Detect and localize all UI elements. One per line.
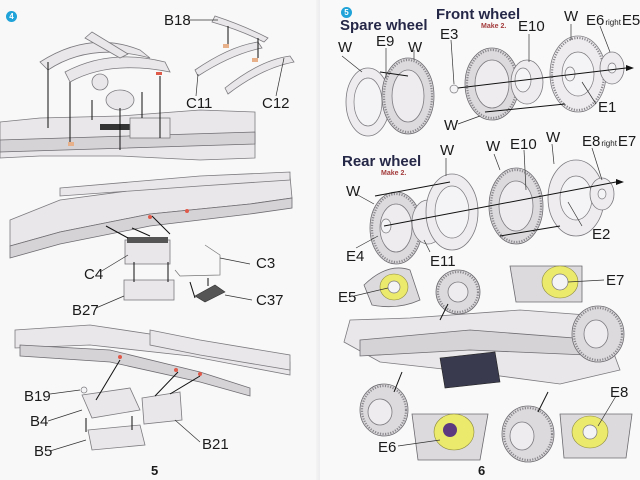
- battery-c4: [124, 237, 171, 265]
- toolbox-b4: [81, 387, 141, 419]
- detail-e6: [397, 413, 489, 461]
- rear-label-w-right: W: [546, 129, 561, 146]
- leaf-spring-parts-right: [194, 15, 295, 95]
- wheel-front-left: [359, 371, 409, 437]
- part-label-b27: B27: [72, 302, 99, 319]
- wheel-rear-right: [571, 305, 625, 363]
- part-label-c12: C12: [262, 95, 290, 112]
- rear-wheel-title: Rear wheel: [342, 153, 422, 170]
- rear-cap-right: E7: [617, 133, 637, 150]
- detail-e7: [509, 265, 605, 303]
- step4-arrows-bottom: [47, 359, 201, 452]
- chassis-front-illustration: [0, 73, 256, 161]
- rear-label-e4: E4: [346, 248, 365, 265]
- part-label-b18: B18: [164, 12, 191, 29]
- leaf-spring-assembly-left: [39, 31, 171, 83]
- toolbox-lid-b5: [87, 424, 146, 451]
- step4-arrows-top: [47, 19, 285, 150]
- rear-label-w-left: W: [346, 183, 361, 200]
- rear-cap-sep: right: [601, 139, 617, 148]
- front-cap-right: E5: [621, 12, 640, 29]
- front-label-e10: E10: [518, 18, 545, 35]
- front-wheel-illustration: [449, 24, 634, 125]
- rear-label-e11: E11: [430, 253, 456, 270]
- page-6: 5 Spare wheel Front wheel Make 2. Rear w…: [320, 0, 640, 480]
- assembly-label-e5: E5: [338, 289, 357, 306]
- rear-cap-left: E8: [582, 133, 601, 150]
- detail-e5: [353, 267, 421, 308]
- front-cap-left: E6: [586, 12, 605, 29]
- rear-label-e2: E2: [592, 226, 611, 243]
- front-label-e1: E1: [598, 99, 617, 116]
- part-label-c4: C4: [84, 266, 104, 283]
- step-5-badge: 5: [341, 7, 352, 18]
- page-6-illustrations: [341, 24, 634, 463]
- bracket-c3: [174, 244, 221, 277]
- page-number-5: 5: [151, 463, 159, 478]
- spare-wheel-illustration: [341, 48, 435, 137]
- assembly-label-e6: E6: [378, 439, 397, 456]
- part-label-c3: C3: [256, 255, 276, 272]
- step-4-badge: 4: [6, 11, 17, 22]
- front-wheel-title: Front wheel: [436, 6, 521, 23]
- spare-label-e9: E9: [376, 33, 395, 50]
- battery-box-b27: [123, 279, 175, 301]
- front-cap-sep: right: [605, 18, 621, 27]
- wheel-e11: [435, 269, 481, 321]
- wheel-rear-left: [501, 391, 555, 463]
- assembly-label-e7: E7: [606, 272, 625, 289]
- toolbox-b21: [141, 391, 183, 425]
- front-label-e3: E3: [440, 26, 459, 43]
- rear-label-w-mid2: W: [486, 138, 501, 155]
- bracket-c37: [194, 284, 226, 303]
- part-label-c37: C37: [256, 292, 284, 309]
- front-wheel-make-note: Make 2.: [481, 23, 507, 30]
- chassis-rear-illustration: [14, 324, 291, 397]
- front-label-hubcap: E6rightE5: [586, 13, 640, 28]
- spare-wheel-title: Spare wheel: [340, 17, 428, 34]
- detail-e8: [559, 395, 633, 459]
- part-label-c11: C11: [186, 95, 213, 112]
- part-label-b19: B19: [24, 388, 51, 405]
- part-label-b21: B21: [202, 436, 229, 453]
- step4-arrows-mid: [95, 215, 253, 309]
- rear-label-hubcap: E8rightE7: [582, 134, 636, 149]
- rear-wheel-make-note: Make 2.: [381, 170, 407, 177]
- front-label-w-top: W: [564, 8, 579, 25]
- front-label-w-bottom: W: [444, 117, 459, 134]
- page-5-illustrations: [0, 15, 295, 452]
- part-label-b5: B5: [34, 443, 53, 460]
- spare-label-w-left: W: [338, 39, 353, 56]
- page-number-6: 6: [478, 463, 486, 478]
- rear-wheel-illustration: [355, 143, 624, 265]
- part-label-b4: B4: [30, 413, 49, 430]
- rear-label-w-mid: W: [440, 142, 455, 159]
- page-5: 4: [0, 11, 295, 478]
- rear-label-e10: E10: [510, 136, 537, 153]
- chassis-mid-illustration: [9, 171, 293, 259]
- assembly-label-e8: E8: [610, 384, 629, 401]
- spare-label-w-right: W: [408, 39, 423, 56]
